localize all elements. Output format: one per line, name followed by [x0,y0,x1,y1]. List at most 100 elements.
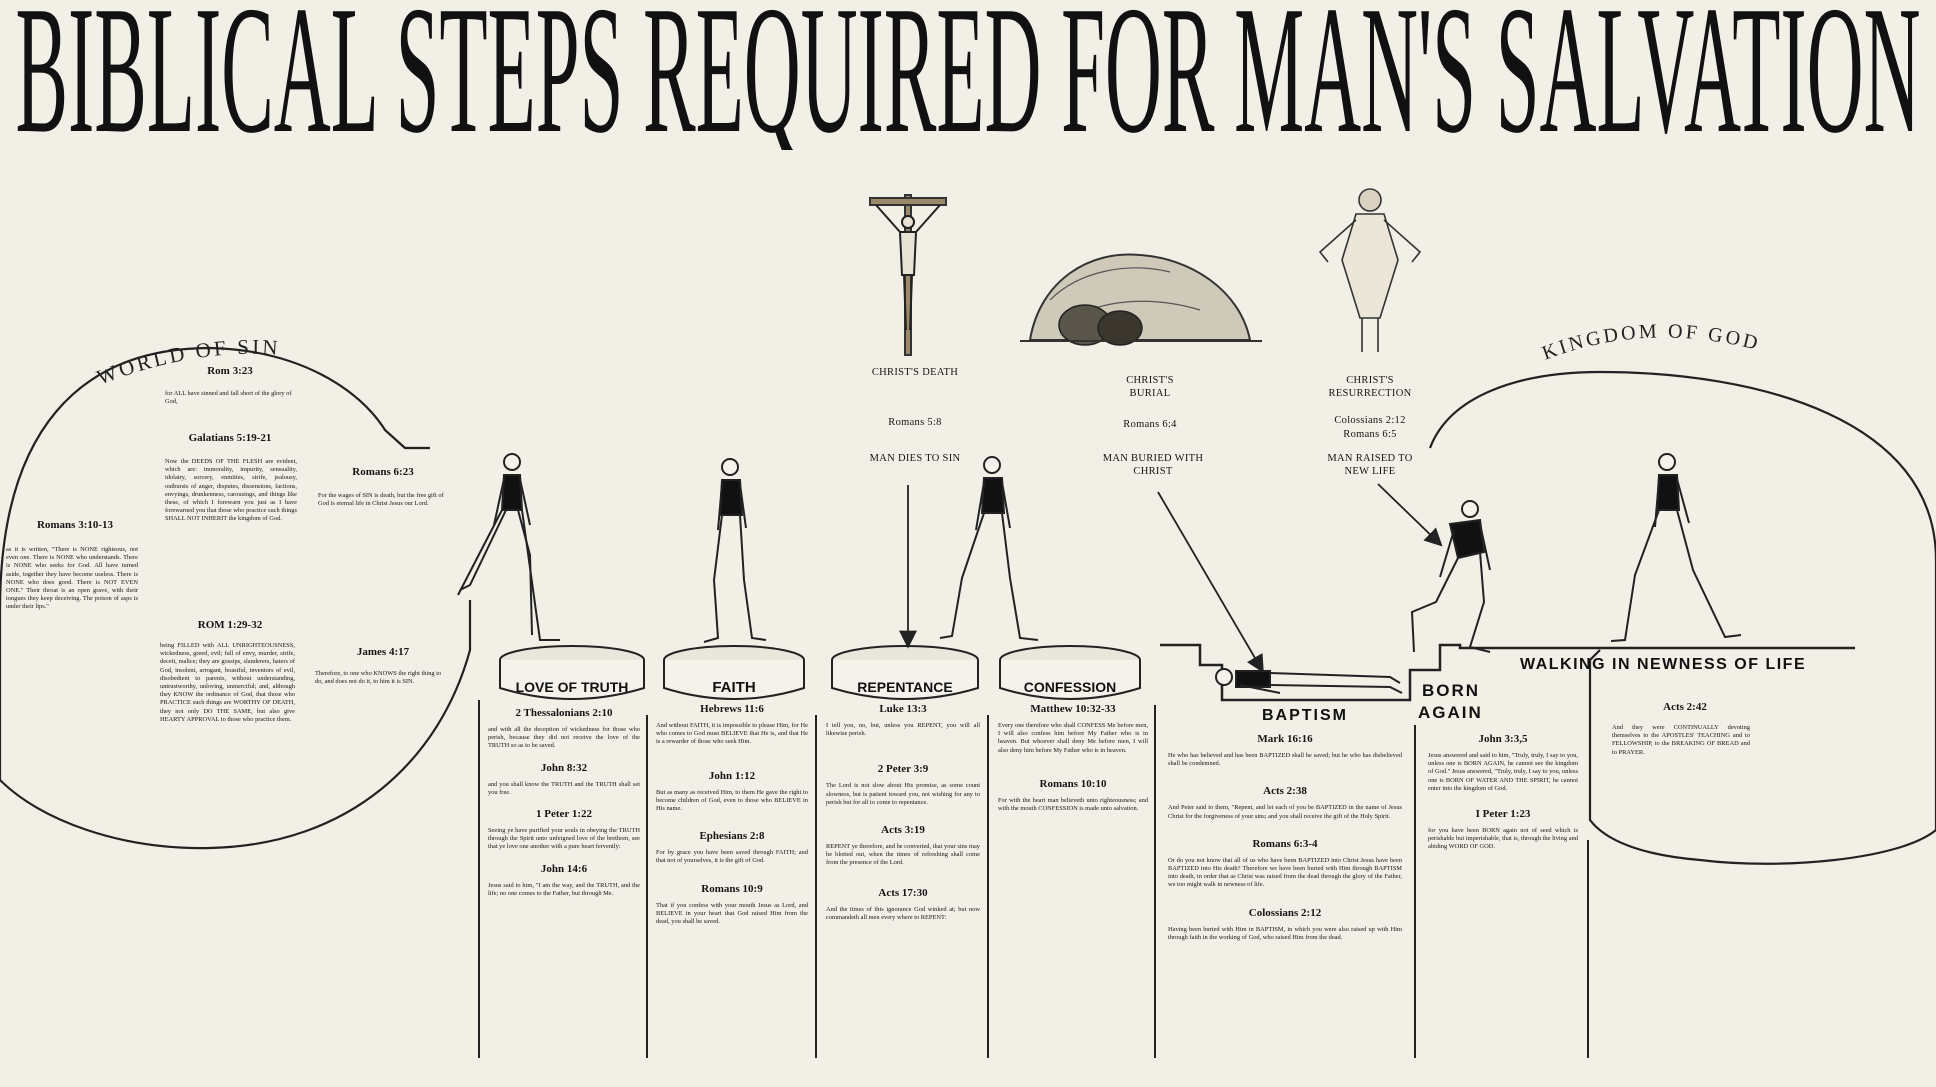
verse-ref: John 8:32 [540,761,588,774]
rom-6-23-text: For the wages of SIN is death, but the f… [318,492,444,508]
column-love-of-truth: 2 Thessalonians 2:10 and with all the dec… [488,692,640,904]
verse-ref: John 14:6 [540,862,588,875]
verse-ref: Acts 2:38 [1263,785,1307,798]
verse-ref: Romans 6:3-4 [1252,837,1318,850]
svg-text:LOVE OF TRUTH: LOVE OF TRUTH [516,679,629,695]
tomb-icon [1020,253,1262,346]
man-buried-caption: MAN BURIED WITH CHRIST [1102,453,1204,477]
rom-3-10-text: as it is written, "There is NONE righteo… [6,546,138,611]
verse-text: And Peter said to them, "Repent, and let… [1168,804,1402,820]
jas-4-17-ref: James 4:17 [356,646,410,658]
verse-ref: I Peter 1:23 [1475,808,1531,821]
christs-death-ref: Romans 5:8 [888,417,942,428]
verse-ref: Acts 17:30 [878,886,928,899]
risen-christ-icon [1318,188,1422,352]
step-disc-repentance: REPENTANCE [831,645,979,700]
lying-man [1215,668,1403,694]
column-baptism: Mark 16:16 He who has believed and has be… [1168,722,1402,948]
verse-ref: Ephesians 2:8 [699,830,765,843]
christs-death-label: CHRIST'S DEATH [871,367,959,378]
walking-man-1 [457,453,560,641]
crucifix-icon [869,194,947,356]
acts-2-42-text: And they were CONTINUALLY devoting thems… [1612,724,1750,756]
arrow-raised [1377,483,1443,547]
page-title: BIBLICAL STEPS REQUIRED FOR MAN'S SALVAT… [16,0,1921,150]
verse-ref: Matthew 10:32-33 [1030,703,1116,715]
title-text: BIBLICAL STEPS REQUIRED FOR MAN'S SALVAT… [16,0,1921,150]
kingdom-of-god-shape [1428,370,1936,865]
column-repentance: Luke 13:3 I tell you, no, but, unless you… [826,692,980,928]
column-dividers [478,700,1589,1058]
step-disc-faith: FAITH [663,645,805,700]
gal-5-19-text: Now the DEEDS OF THE FLESH are evident, … [165,458,297,523]
verse-text: Jesus answered and said to him, "Truly, … [1428,752,1578,792]
verse-ref: Romans 10:10 [1039,777,1107,790]
verse-text: Or do you not know that all of us who ha… [1168,856,1402,889]
walking-man-kingdom [1610,453,1742,642]
christs-resurrection-label: CHRIST'S RESURRECTION [1328,375,1412,399]
svg-text:CONFESSION: CONFESSION [1024,679,1117,695]
verse-text: But as many as received Him, to them He … [656,788,808,813]
christs-burial-label: CHRIST'S BURIAL [1126,375,1174,399]
baptism-pit [1160,643,1855,702]
verse-text: I tell you, no, but, unless you REPENT, … [826,722,980,738]
verse-text: Every one therefore who shall CONFESS Me… [998,722,1148,754]
verse-ref: Mark 16:16 [1257,733,1313,745]
verse-text: That if you confess with your mouth Jesu… [656,901,808,926]
world-of-sin-circle [0,346,472,850]
verse-ref: Hebrews 11:6 [700,703,764,715]
born-again-label-2: AGAIN [1418,703,1483,722]
verse-ref: 1 Peter 1:22 [536,808,592,821]
verse-text: For by grace you have been saved through… [656,849,808,865]
verse-text: Seeing ye have purified your souls in ob… [488,827,640,851]
verse-text: for you have been BORN again not of seed… [1428,827,1578,851]
verse-text: REPENT ye therefore, and be converted, t… [826,843,980,867]
res-ref-2: Romans 6:5 [1343,429,1397,440]
jas-4-17-text: Therefore, to one who KNOWS the right th… [315,670,442,686]
verse-ref: 2 Thessalonians 2:10 [515,707,613,719]
verse-text: And the times of this ignorance God wink… [826,905,980,921]
svg-text:FAITH: FAITH [712,679,755,696]
man-raised-caption: MAN RAISED TO NEW LIFE [1327,453,1413,477]
verse-text: The Lord is not slow about His promise, … [826,782,980,806]
rom-1-29-text: being FILLED with ALL UNRIGHTEOUSNESS, w… [160,642,295,723]
verse-text: Jesus said to him, "I am the way, and th… [488,881,640,897]
verse-ref: Acts 3:19 [881,824,925,837]
verse-text: and you shall know the TRUTH and the TRU… [488,780,640,796]
verse-ref: Romans 10:9 [701,882,763,895]
verse-text: Having been buried with Him in BAPTISM, … [1168,925,1402,941]
walking-man-3 [939,456,1039,641]
step-disc-confession: CONFESSION [999,645,1141,700]
step-disc-love: LOVE OF TRUTH [499,645,645,700]
baptism-label: BAPTISM [1262,707,1348,724]
verse-text: and with all the deception of wickedness… [488,726,640,750]
kingdom-of-god-label: KINGDOM OF GOD [1539,320,1762,364]
world-of-sin-label: WORLD OF SIN [94,335,282,390]
verse-ref: John 3:3,5 [1478,733,1528,745]
arrow-buried [1157,491,1264,674]
verse-ref: Luke 13:3 [879,703,927,715]
rom-3-23-ref: Rom 3:23 [207,365,253,377]
man-dies-caption: MAN DIES TO SIN [869,453,961,464]
verse-ref: Colossians 2:12 [1248,906,1322,919]
rom-3-10-ref: Romans 3:10-13 [36,519,114,531]
acts-2-42-ref: Acts 2:42 [1663,701,1707,713]
verse-text: He who has believed and has been BAPTIZE… [1168,752,1402,768]
christs-burial-ref: Romans 6:4 [1123,419,1177,430]
rom-1-29-ref: ROM 1:29-32 [197,619,263,631]
res-ref-1: Colossians 2:12 [1334,415,1406,426]
walking-label: WALKING IN NEWNESS OF LIFE [1520,656,1806,673]
svg-text:REPENTANCE: REPENTANCE [857,679,952,695]
rom-6-23-ref: Romans 6:23 [352,466,414,478]
verse-ref: John 1:12 [708,769,756,782]
verse-ref: 2 Peter 3:9 [877,763,929,776]
verse-text: For with the heart man believeth unto ri… [998,796,1148,813]
walking-man-2 [703,458,767,643]
rom-3-23-text: for ALL have sinned and fall short of th… [165,390,292,406]
born-again-label-1: BORN [1422,681,1480,700]
rising-man [1410,500,1491,653]
